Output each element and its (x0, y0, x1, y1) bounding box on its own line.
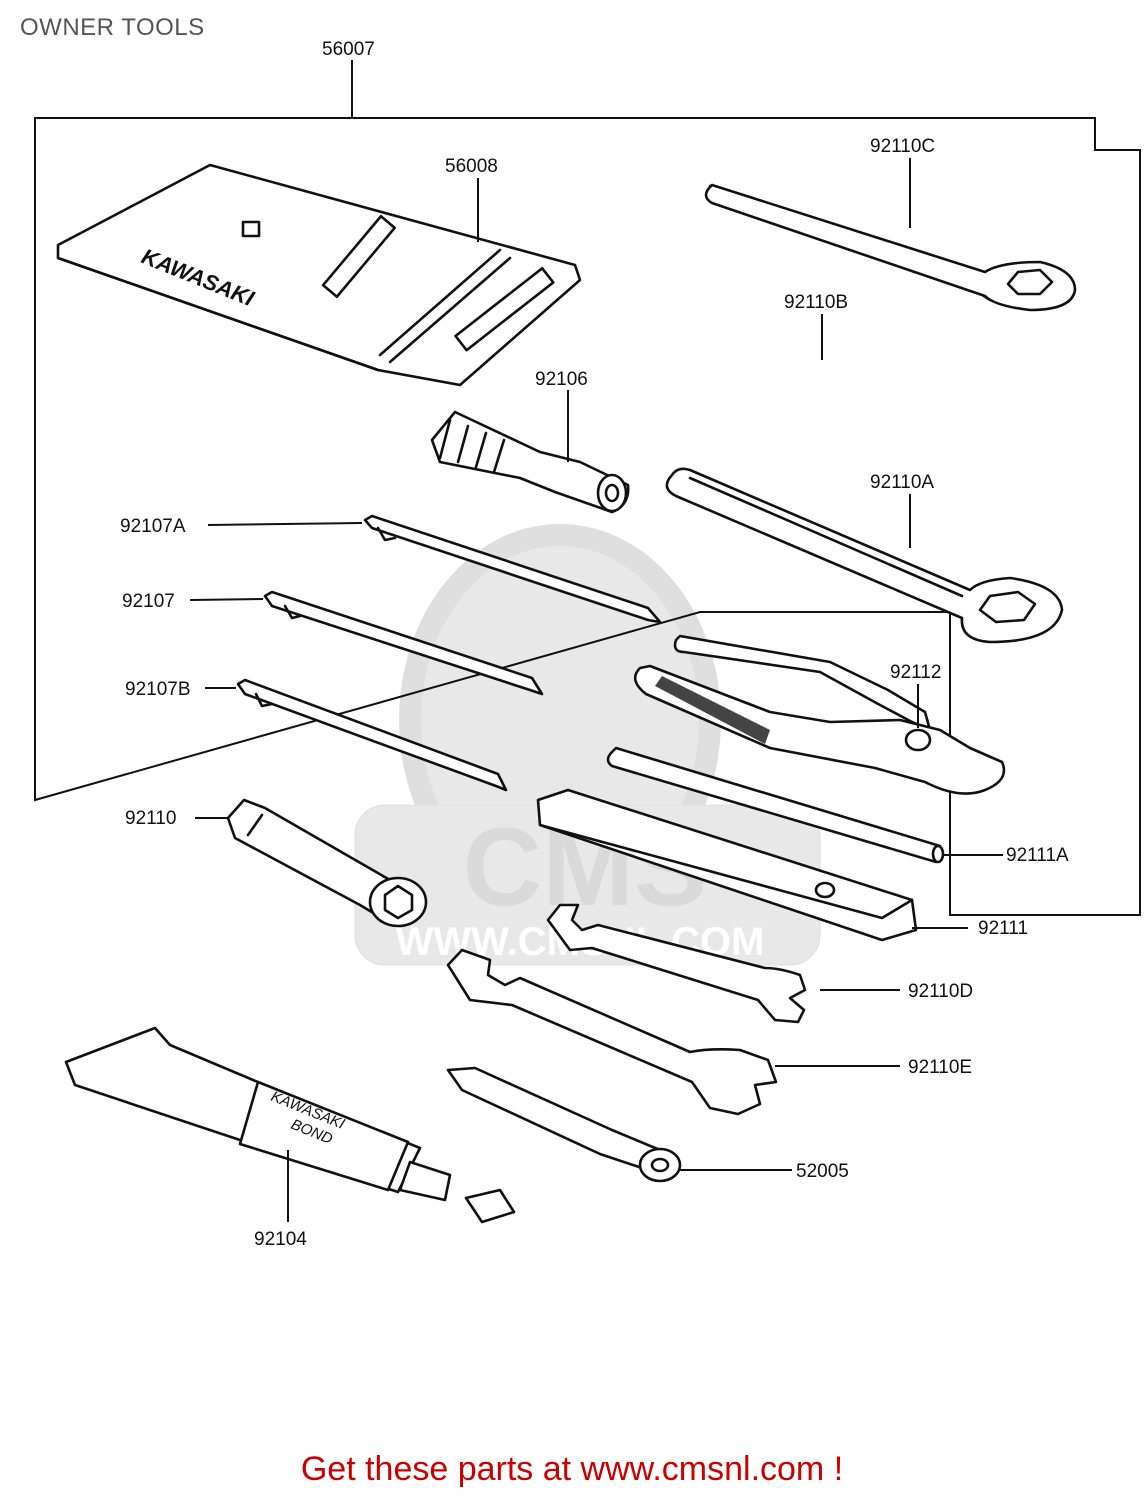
kit-outline (34, 117, 1141, 916)
box-spanner-92110 (226, 798, 428, 928)
part-label-56007: 56007 (322, 39, 375, 60)
part-label-92104: 92104 (254, 1229, 307, 1250)
part-label-92110E: 92110E (908, 1057, 972, 1078)
plug-wrench-52005 (446, 1066, 682, 1183)
part-label-92111: 92111 (978, 918, 1028, 939)
exploded-parts-diagram: CMS WWW.CMSNL.COM KAWASAKI (34, 39, 1141, 1250)
ring-spanner-92110A (665, 467, 1064, 644)
box-wrench-92110C (704, 183, 1077, 312)
part-label-56008: 56008 (445, 156, 498, 177)
socket-handle-92106 (430, 410, 630, 514)
screwdriver-92107B (236, 678, 508, 792)
part-label-92110: 92110 (125, 808, 176, 829)
part-label-92106: 92106 (535, 369, 588, 390)
part-label-92107B: 92107B (125, 679, 191, 700)
tommy-bar-92111A (606, 746, 945, 864)
part-label-92107A: 92107A (120, 516, 186, 537)
hex-key-92110B (709, 315, 931, 441)
flat-bar-92111 (536, 788, 918, 942)
part-number-labels: 56007 56008 92110C 92110B 92106 92110A 9… (120, 39, 1069, 1250)
leader-92107 (189, 598, 264, 601)
open-wrench-92110D (546, 903, 807, 1024)
page-title: OWNER TOOLS (20, 14, 205, 41)
part-label-92111A: 92111A (1006, 845, 1069, 866)
part-label-92110B: 92110B (784, 292, 848, 313)
open-wrench-92110E (446, 948, 778, 1116)
screwdriver-92107A (363, 514, 662, 624)
screwdriver-92107 (263, 590, 544, 696)
leader-92107A (207, 522, 363, 526)
part-label-52005: 52005 (796, 1161, 849, 1182)
part-label-92110A: 92110A (870, 472, 934, 493)
bond-tube-92104: KAWASAKI BOND (64, 1026, 516, 1224)
tool-pouch: KAWASAKI (56, 163, 582, 387)
pliers-92112 (633, 634, 1006, 795)
part-label-92110C: 92110C (870, 136, 935, 157)
part-label-92110D: 92110D (908, 981, 973, 1002)
part-label-92112: 92112 (890, 662, 941, 683)
footer-parts-link[interactable]: Get these parts at www.cmsnl.com ! (300, 1450, 844, 1488)
part-label-92107: 92107 (122, 591, 175, 612)
